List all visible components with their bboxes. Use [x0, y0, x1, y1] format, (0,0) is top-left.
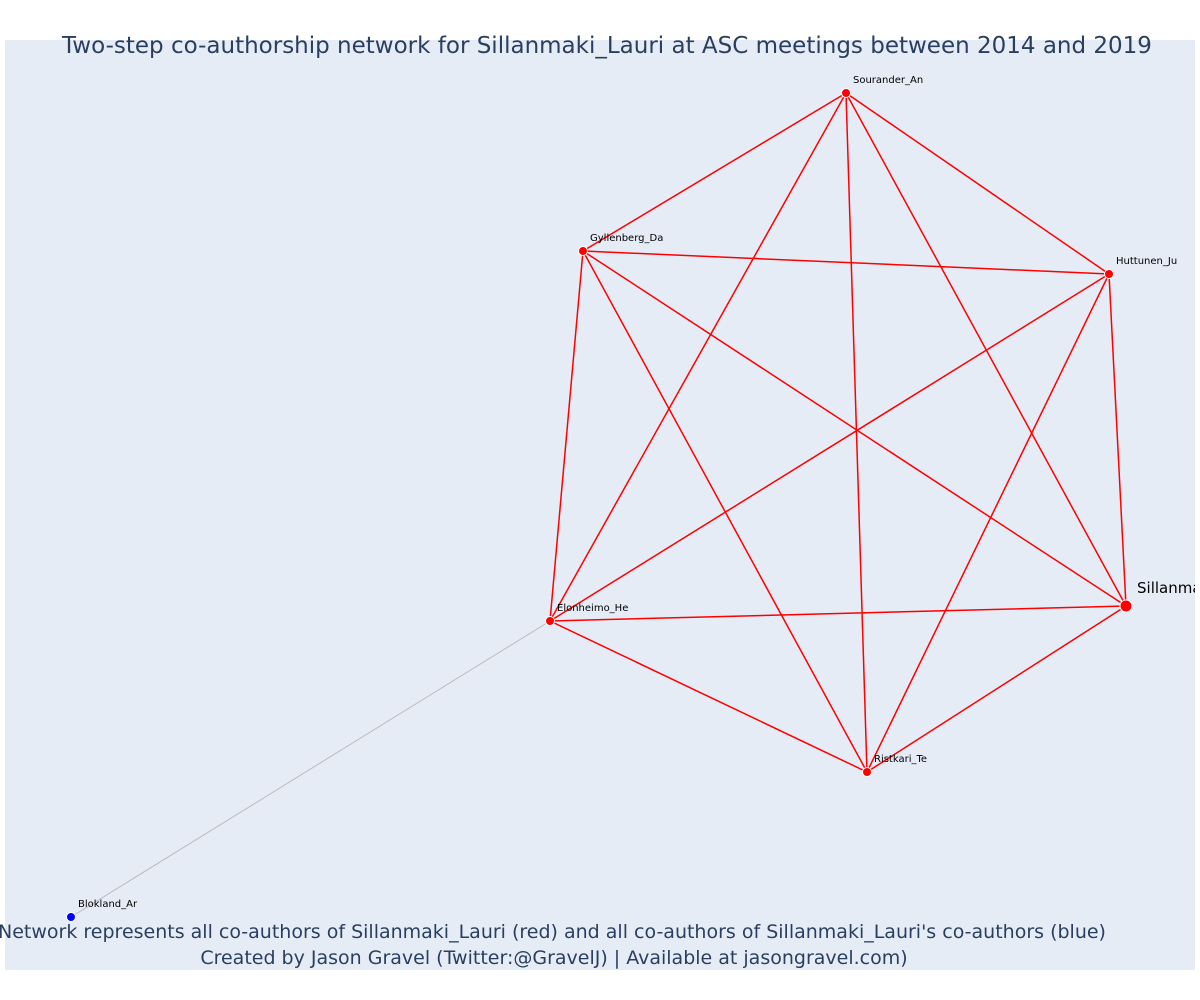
node-label-Blokland_Ar: Blokland_Ar [78, 899, 138, 910]
edge-Gyllenberg_Da-Sillanmaki_Lauri [582, 250, 1127, 607]
node-label-Sourander_An: Sourander_An [853, 75, 923, 86]
edge-Sourander_An-Elonheimo_He [549, 92, 847, 622]
edge-Sourander_An-Gyllenberg_Da [582, 92, 847, 252]
figure-title: Two-step co-authorship network for Silla… [61, 33, 1152, 59]
edge-Sillanmaki_Lauri-Ristkari_Te [866, 605, 1127, 773]
edge-Sourander_An-Ristkari_Te [845, 92, 868, 773]
edge-Elonheimo_He-Blokland_Ar [70, 620, 551, 918]
node-label-Elonheimo_He: Elonheimo_He [557, 603, 628, 614]
nodes-layer [66, 88, 1133, 922]
plot-background [5, 40, 1195, 970]
labels-layer: Sourander_AnGyllenberg_DaHuttunen_JuSill… [78, 75, 1200, 910]
edge-Sillanmaki_Lauri-Elonheimo_He [549, 605, 1127, 622]
node-Huttunen_Ju[interactable] [1104, 269, 1114, 279]
node-Sourander_An[interactable] [841, 88, 851, 98]
node-Ristkari_Te[interactable] [862, 767, 872, 777]
plot-area: Sourander_AnGyllenberg_DaHuttunen_JuSill… [66, 75, 1200, 922]
node-label-Gyllenberg_Da: Gyllenberg_Da [590, 233, 663, 244]
node-label-Huttunen_Ju: Huttunen_Ju [1116, 256, 1177, 267]
node-Blokland_Ar[interactable] [66, 912, 76, 922]
edge-Huttunen_Ju-Ristkari_Te [866, 273, 1110, 773]
node-label-Sillanmaki_Lauri: Sillanma [1137, 579, 1200, 597]
caption-line-1: Network represents all co-authors of Sil… [0, 921, 1106, 943]
node-Sillanmaki_Lauri[interactable] [1119, 599, 1133, 613]
edge-Huttunen_Ju-Elonheimo_He [549, 273, 1110, 622]
caption-line-2: Created by Jason Gravel (Twitter:@Gravel… [200, 947, 907, 969]
edge-Gyllenberg_Da-Elonheimo_He [549, 250, 584, 622]
edges-layer [70, 92, 1127, 918]
edge-Huttunen_Ju-Sillanmaki_Lauri [1108, 273, 1127, 607]
edge-Sourander_An-Huttunen_Ju [845, 92, 1110, 275]
edge-Elonheimo_He-Ristkari_Te [549, 620, 868, 773]
edge-Gyllenberg_Da-Huttunen_Ju [582, 250, 1110, 275]
node-Elonheimo_He[interactable] [545, 616, 555, 626]
node-label-Ristkari_Te: Ristkari_Te [874, 754, 927, 765]
node-Gyllenberg_Da[interactable] [578, 246, 588, 256]
